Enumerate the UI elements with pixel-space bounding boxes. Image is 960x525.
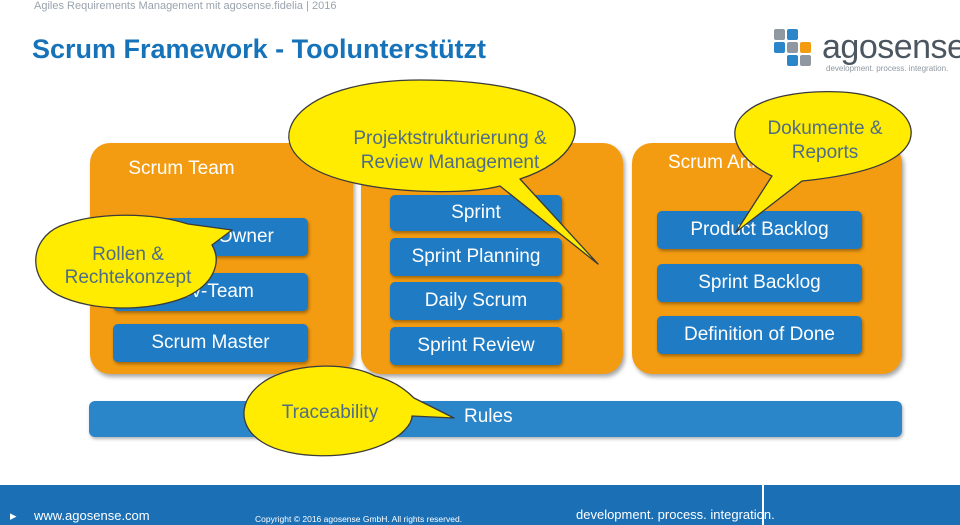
sprint-backlog-item[interactable]: Sprint Backlog	[657, 264, 862, 302]
docs-callout-line1: Dokumente &	[767, 118, 883, 139]
footer-website-link[interactable]: www.agosense.com	[34, 508, 150, 523]
footer-copyright: Copyright © 2016 agosense GmbH. All righ…	[255, 514, 463, 524]
sprint-planning-item[interactable]: Sprint Planning	[390, 238, 562, 276]
footer-bar	[0, 485, 762, 525]
sprint-item[interactable]: Sprint	[390, 195, 562, 231]
logo-tagline: development. process. integration.	[826, 64, 949, 73]
footer-right-bar	[762, 485, 960, 525]
logo-wordmark: agosense.	[822, 28, 960, 66]
product-backlog-item[interactable]: Product Backlog	[657, 211, 862, 249]
docs-callout-line2: Reports	[791, 142, 859, 163]
agosense-logo-icon	[774, 29, 811, 66]
presentation-header-text: Agiles Requirements Management mit agose…	[34, 0, 337, 12]
footer-slogan: development. process. integration.	[576, 507, 775, 522]
scrum-master-item[interactable]: Scrum Master	[113, 324, 308, 362]
daily-scrum-item[interactable]: Daily Scrum	[390, 282, 562, 320]
roles-callout-line1: Rollen &	[92, 244, 164, 265]
sprint-review-item[interactable]: Sprint Review	[390, 327, 562, 365]
traceability-callout-text: Traceability	[281, 402, 379, 423]
rules-bar[interactable]	[89, 401, 902, 437]
footer-bullet: ▸	[10, 508, 17, 523]
rules-label: Rules	[464, 406, 513, 427]
project-callout-line2: Review Management	[360, 152, 540, 173]
roles-callout-line2: Rechtekonzept	[64, 267, 192, 288]
top-bar	[0, 0, 960, 14]
definition-of-done-item[interactable]: Definition of Done	[657, 316, 862, 354]
slide-title: Scrum Framework - Toolunterstützt	[32, 34, 487, 64]
scrum-team-title: Scrum Team	[128, 158, 235, 179]
project-callout-line1: Projektstrukturierung &	[353, 128, 547, 149]
